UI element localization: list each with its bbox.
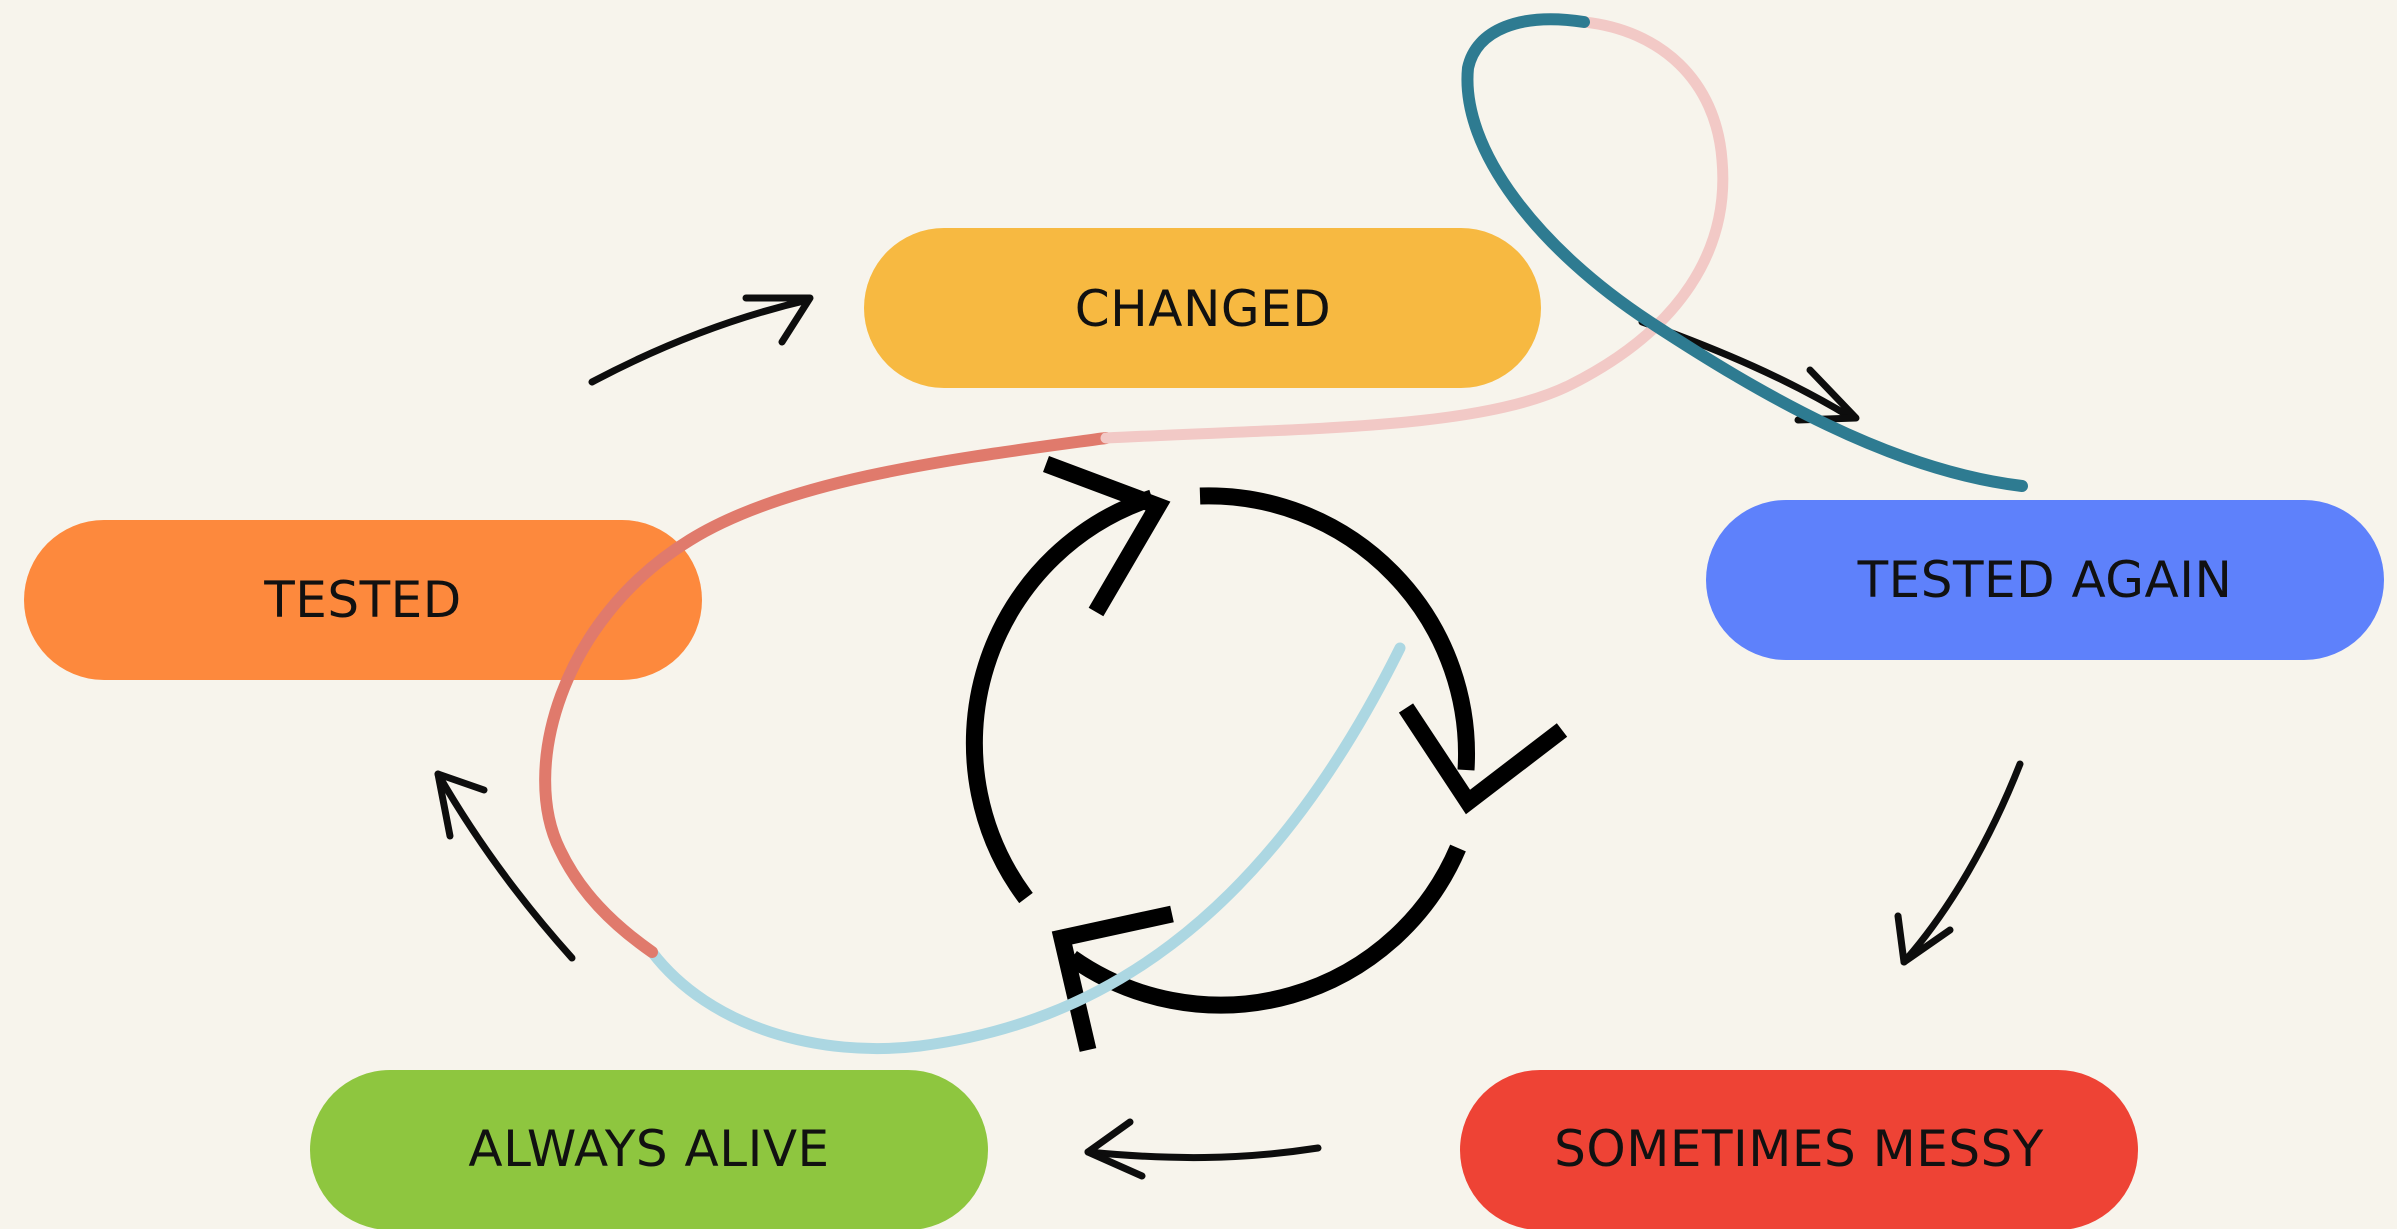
arrow-tested-again-to-sometimes-messy-line — [1900, 760, 2024, 966]
arrow-always-alive-to-tested-head — [434, 770, 488, 840]
arrow-tested-again-to-sometimes-messy-head — [1894, 912, 1954, 966]
arrow-always-alive-to-tested-line — [434, 770, 576, 962]
node-always-alive-label: ALWAYS ALIVE — [468, 1120, 829, 1178]
arrow-tested-to-changed-line — [588, 296, 812, 386]
arrow-always-alive-to-tested — [434, 770, 576, 962]
node-tested-again-pill — [1706, 500, 2384, 660]
node-always-alive: ALWAYS ALIVE — [310, 1070, 988, 1229]
node-tested-again: TESTED AGAIN — [1706, 500, 2384, 660]
cycle-arc-bottom — [1067, 844, 1466, 1014]
cycle-arrowhead-bottom — [1051, 905, 1174, 1052]
scribble-coral-segment — [539, 432, 1112, 958]
node-sometimes-messy: SOMETIMES MESSY — [1460, 1070, 2138, 1229]
node-always-alive-pill — [310, 1070, 988, 1229]
decorative-scribble — [539, 13, 2028, 1054]
arrow-sometimes-messy-to-always-alive — [1084, 1118, 1322, 1180]
scribble-light-blue-segment — [646, 642, 1406, 1054]
scribble-teal-segment — [1461, 13, 2028, 492]
cycle-arrowhead-top — [1043, 456, 1171, 617]
arrow-tested-again-to-sometimes-messy — [1894, 760, 2024, 966]
arrow-sometimes-messy-to-always-alive-line — [1084, 1144, 1322, 1162]
node-tested-again-label: TESTED AGAIN — [1857, 551, 2233, 609]
arrow-sometimes-messy-to-always-alive-head — [1084, 1118, 1146, 1180]
node-changed-pill — [864, 228, 1541, 388]
cycle-arrowhead-right — [1398, 703, 1568, 815]
arrow-tested-to-changed-head — [742, 294, 814, 346]
arrow-tested-to-changed — [588, 294, 814, 386]
cycle-arc-left — [965, 489, 1155, 904]
cycle-arc-top-right — [1199, 487, 1475, 771]
node-tested-label: TESTED — [263, 571, 462, 629]
node-tested: TESTED — [24, 520, 702, 680]
node-changed: CHANGED — [864, 228, 1541, 388]
node-sometimes-messy-pill — [1460, 1070, 2138, 1229]
node-changed-label: CHANGED — [1075, 280, 1331, 338]
node-tested-pill — [24, 520, 702, 680]
cycle-arrows-icon — [965, 456, 1568, 1052]
node-sometimes-messy-label: SOMETIMES MESSY — [1554, 1120, 2044, 1178]
